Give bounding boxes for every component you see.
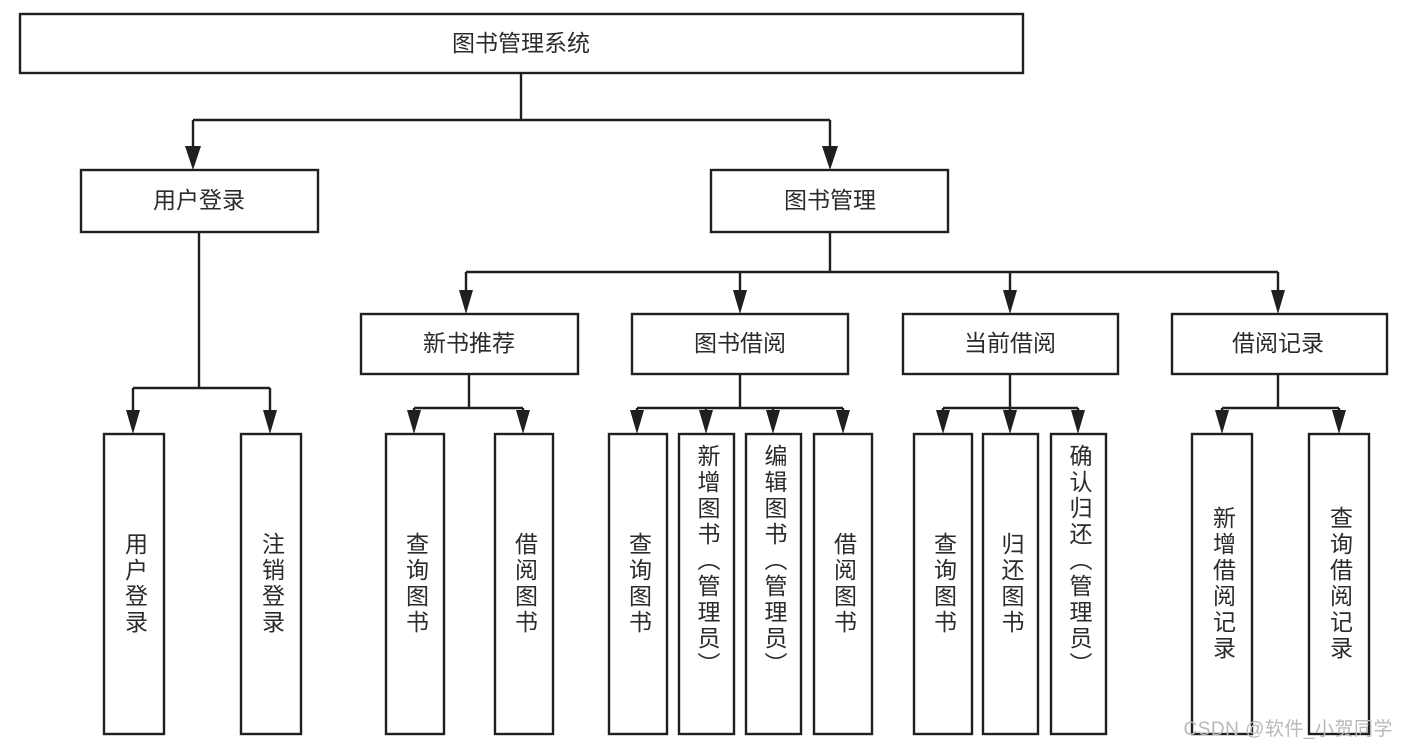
arrowhead-leaf-book-borrow-1 [630, 410, 644, 434]
leaf-node-current-confirm-return[interactable] [1049, 432, 1108, 736]
arrowhead-leaf-new-book-2 [516, 410, 530, 434]
arrowhead-current-borrow [1003, 290, 1017, 314]
node-borrow-record-box[interactable] [1170, 312, 1389, 376]
arrowhead-leaf-borrow-record-2 [1332, 410, 1346, 434]
arrowhead-leaf-borrow-record-1 [1215, 410, 1229, 434]
arrowhead-leaf-book-borrow-4 [836, 410, 850, 434]
node-current-borrow-box[interactable] [901, 312, 1120, 376]
arrowhead-leaf-current-borrow-3 [1071, 410, 1085, 434]
leaf-node-borrow-edit-book-box[interactable] [744, 432, 803, 736]
leaf-node-borrow-borrow-book[interactable] [812, 432, 874, 736]
arrowhead-leaf-user-login-2 [263, 410, 277, 434]
leaf-node-user-login-logout-box[interactable] [239, 432, 303, 736]
node-current-borrow-label: 当前借阅 [964, 330, 1056, 356]
arrowhead-new-book [459, 290, 473, 314]
node-user-login-box[interactable] [79, 168, 320, 234]
connector-group-new-book [407, 374, 530, 434]
arrowhead-book-mgmt [822, 146, 838, 170]
leaf-node-record-query-box[interactable] [1307, 432, 1371, 736]
node-book-management-box[interactable] [709, 168, 950, 234]
leaf-node-new-book-borrow[interactable] [493, 432, 555, 736]
leaf-node-user-login-login[interactable] [102, 432, 166, 736]
leaf-node-record-add[interactable] [1190, 432, 1254, 736]
leaf-node-current-query[interactable] [912, 432, 974, 736]
node-root-label: 图书管理系统 [452, 30, 590, 56]
arrowhead-borrow-record [1271, 290, 1285, 314]
node-book-borrow-box[interactable] [630, 312, 850, 376]
leaf-node-borrow-query-box[interactable] [607, 432, 669, 736]
leaf-node-record-add-box[interactable] [1190, 432, 1254, 736]
connector-group-borrow-record [1215, 374, 1346, 434]
leaf-node-record-query[interactable] [1307, 432, 1371, 736]
node-root-box[interactable] [18, 12, 1025, 75]
connector-group-root [185, 73, 838, 170]
node-book-borrow[interactable]: 图书借阅 [630, 312, 850, 376]
arrowhead-leaf-user-login-1 [126, 410, 140, 434]
leaf-node-current-query-box[interactable] [912, 432, 974, 736]
arrowhead-leaf-new-book-1 [407, 410, 421, 434]
leaf-node-user-login-login-box[interactable] [102, 432, 166, 736]
arrowhead-user-login [185, 146, 201, 170]
leaf-node-current-return[interactable] [981, 432, 1040, 736]
node-book-borrow-label: 图书借阅 [694, 330, 786, 356]
leaf-node-borrow-query[interactable] [607, 432, 669, 736]
node-root[interactable]: 图书管理系统 [18, 12, 1025, 75]
node-book-management-label: 图书管理 [784, 187, 876, 213]
arrowhead-leaf-current-borrow-1 [936, 410, 950, 434]
leaf-node-current-return-box[interactable] [981, 432, 1040, 736]
arrowhead-leaf-book-borrow-3 [766, 410, 780, 434]
connector-group-user-login [126, 232, 277, 434]
leaf-node-user-login-logout[interactable] [239, 432, 303, 736]
leaf-node-borrow-add-book[interactable] [677, 432, 736, 736]
leaf-node-borrow-edit-book[interactable] [744, 432, 803, 736]
arrowhead-book-borrow [733, 290, 747, 314]
leaf-node-current-confirm-return-box[interactable] [1049, 432, 1108, 736]
node-user-login[interactable]: 用户登录 [79, 168, 320, 234]
node-new-book-recommend-label: 新书推荐 [423, 330, 515, 356]
node-new-book-recommend-box[interactable] [359, 312, 580, 376]
leaf-node-new-book-borrow-box[interactable] [493, 432, 555, 736]
leaf-node-borrow-borrow-book-box[interactable] [812, 432, 874, 736]
leaf-node-borrow-add-book-box[interactable] [677, 432, 736, 736]
node-current-borrow[interactable]: 当前借阅 [901, 312, 1120, 376]
node-new-book-recommend[interactable]: 新书推荐 [359, 312, 580, 376]
arrowhead-leaf-book-borrow-2 [699, 410, 713, 434]
node-borrow-record-label: 借阅记录 [1232, 330, 1324, 356]
connector-group-current-borrow [936, 374, 1085, 434]
connector-group-book-borrow [630, 374, 850, 434]
arrowhead-leaf-current-borrow-2 [1003, 410, 1017, 434]
leaf-node-new-book-query[interactable] [384, 432, 446, 736]
node-user-login-label: 用户登录 [153, 187, 245, 213]
node-borrow-record[interactable]: 借阅记录 [1170, 312, 1389, 376]
leaf-node-new-book-query-box[interactable] [384, 432, 446, 736]
connector-group-book-mgmt [459, 232, 1285, 314]
node-book-management[interactable]: 图书管理 [709, 168, 950, 234]
